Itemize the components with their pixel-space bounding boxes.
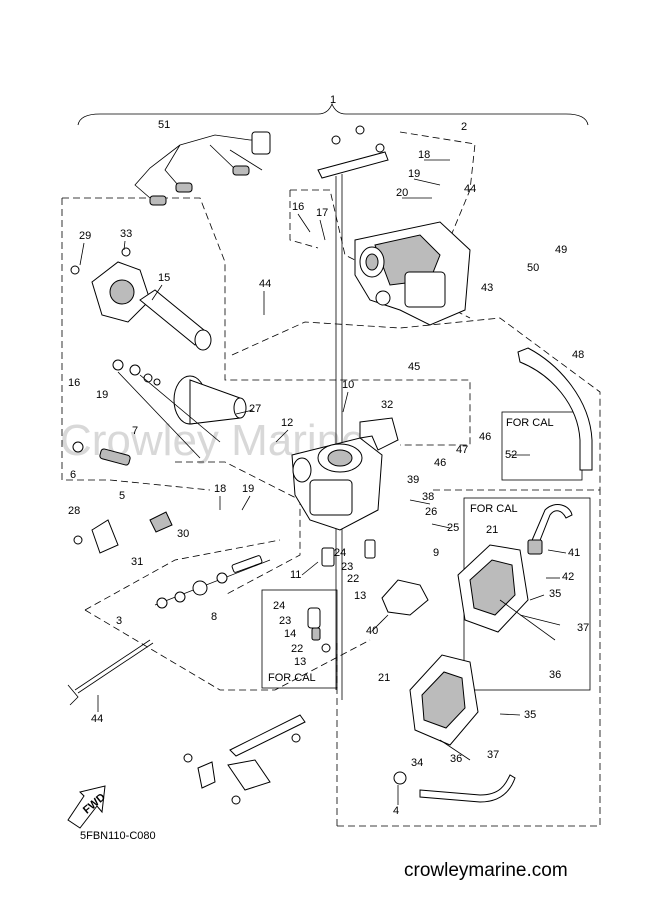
callout-25: 25 bbox=[447, 522, 459, 534]
callout-7: 7 bbox=[132, 425, 138, 437]
callout-18: 18 bbox=[418, 149, 430, 161]
callout-37: 37 bbox=[577, 622, 589, 634]
callout-41: 41 bbox=[568, 547, 580, 559]
for-cal-label: FOR CAL bbox=[470, 503, 518, 515]
float-chamber bbox=[409, 654, 479, 761]
callout-44: 44 bbox=[464, 183, 476, 195]
callout-15: 15 bbox=[158, 272, 170, 284]
callout-33: 33 bbox=[120, 228, 132, 240]
site-name: crowleymarine.com bbox=[404, 860, 568, 881]
callout-45: 45 bbox=[408, 361, 420, 373]
callout-34: 34 bbox=[411, 757, 423, 769]
callout-48: 48 bbox=[572, 349, 584, 361]
callout-4: 4 bbox=[393, 805, 399, 817]
assembly-bracket bbox=[77, 102, 589, 126]
callout-1: 1 bbox=[330, 94, 336, 106]
callout-16: 16 bbox=[292, 201, 304, 213]
float-chamber-cal bbox=[457, 544, 561, 641]
for-cal-box-left bbox=[261, 589, 338, 689]
callout-5: 5 bbox=[119, 490, 125, 502]
callout-6: 6 bbox=[70, 469, 76, 481]
callout-46: 46 bbox=[479, 431, 491, 443]
callout-51: 51 bbox=[158, 119, 170, 131]
callout-46: 46 bbox=[434, 457, 446, 469]
callout-22: 22 bbox=[347, 573, 359, 585]
lower-left-parts bbox=[72, 441, 271, 609]
callout-18: 18 bbox=[214, 483, 226, 495]
fwd-arrow: FWD bbox=[67, 785, 108, 829]
callout-19: 19 bbox=[242, 483, 254, 495]
link-rod-44 bbox=[67, 639, 154, 706]
callout-16: 16 bbox=[68, 377, 80, 389]
callout-44: 44 bbox=[91, 713, 103, 725]
callout-39: 39 bbox=[407, 474, 419, 486]
callout-21: 21 bbox=[486, 524, 498, 536]
callouts: 1 2 51 18 19 20 44 16 17 29 33 49 50 15 … bbox=[68, 94, 589, 817]
callout-35: 35 bbox=[549, 588, 561, 600]
callout-36: 36 bbox=[549, 669, 561, 681]
callout-28: 28 bbox=[68, 505, 80, 517]
callout-27: 27 bbox=[249, 403, 261, 415]
callout-19: 19 bbox=[96, 389, 108, 401]
callout-29: 29 bbox=[79, 230, 91, 242]
callout-42: 42 bbox=[562, 571, 574, 583]
callout-12: 12 bbox=[281, 417, 293, 429]
callout-17: 17 bbox=[316, 207, 328, 219]
fuel-pipe-4 bbox=[393, 771, 516, 803]
callout-24: 24 bbox=[273, 600, 285, 612]
callout-13: 13 bbox=[354, 590, 366, 602]
for-cal-label: FOR CAL bbox=[268, 672, 316, 684]
callout-10: 10 bbox=[342, 379, 354, 391]
callout-19: 19 bbox=[408, 168, 420, 180]
callout-26: 26 bbox=[425, 506, 437, 518]
callout-22: 22 bbox=[291, 643, 303, 655]
for-cal-label: FOR CAL bbox=[506, 417, 554, 429]
callout-36: 36 bbox=[450, 753, 462, 765]
callout-13: 13 bbox=[294, 656, 306, 668]
callout-8: 8 bbox=[211, 611, 217, 623]
callout-43: 43 bbox=[481, 282, 493, 294]
carburetor-upper bbox=[354, 221, 471, 326]
callout-20: 20 bbox=[396, 187, 408, 199]
callout-21: 21 bbox=[378, 672, 390, 684]
wire-harness-51 bbox=[134, 131, 271, 206]
piston-assembly bbox=[112, 359, 247, 459]
carburetor-lower bbox=[291, 437, 383, 531]
callout-2: 2 bbox=[461, 121, 467, 133]
pipe-41 bbox=[527, 504, 573, 555]
callout-47: 47 bbox=[456, 444, 468, 456]
hose-32 bbox=[359, 417, 399, 451]
callout-35: 35 bbox=[524, 709, 536, 721]
leader-lines bbox=[79, 159, 567, 805]
callout-38: 38 bbox=[422, 491, 434, 503]
cal-jets bbox=[307, 539, 376, 653]
callout-32: 32 bbox=[381, 399, 393, 411]
callout-23: 23 bbox=[341, 561, 353, 573]
callout-30: 30 bbox=[177, 528, 189, 540]
callout-37: 37 bbox=[487, 749, 499, 761]
callout-23: 23 bbox=[279, 615, 291, 627]
callout-14: 14 bbox=[284, 628, 296, 640]
callout-31: 31 bbox=[131, 556, 143, 568]
callout-9: 9 bbox=[433, 547, 439, 559]
fuel-hose-48 bbox=[517, 347, 593, 471]
mounting-bar bbox=[317, 125, 389, 700]
callout-11: 11 bbox=[290, 569, 301, 581]
callout-50: 50 bbox=[527, 262, 539, 274]
callout-44: 44 bbox=[259, 278, 271, 290]
cover-and-diaphragm bbox=[70, 247, 212, 351]
callout-49: 49 bbox=[555, 244, 567, 256]
float-40 bbox=[381, 579, 429, 616]
diagram-code: 5FBN110-C080 bbox=[80, 830, 156, 842]
callout-3: 3 bbox=[116, 615, 122, 627]
bracket-assembly bbox=[183, 714, 306, 805]
callout-24: 24 bbox=[334, 547, 346, 559]
